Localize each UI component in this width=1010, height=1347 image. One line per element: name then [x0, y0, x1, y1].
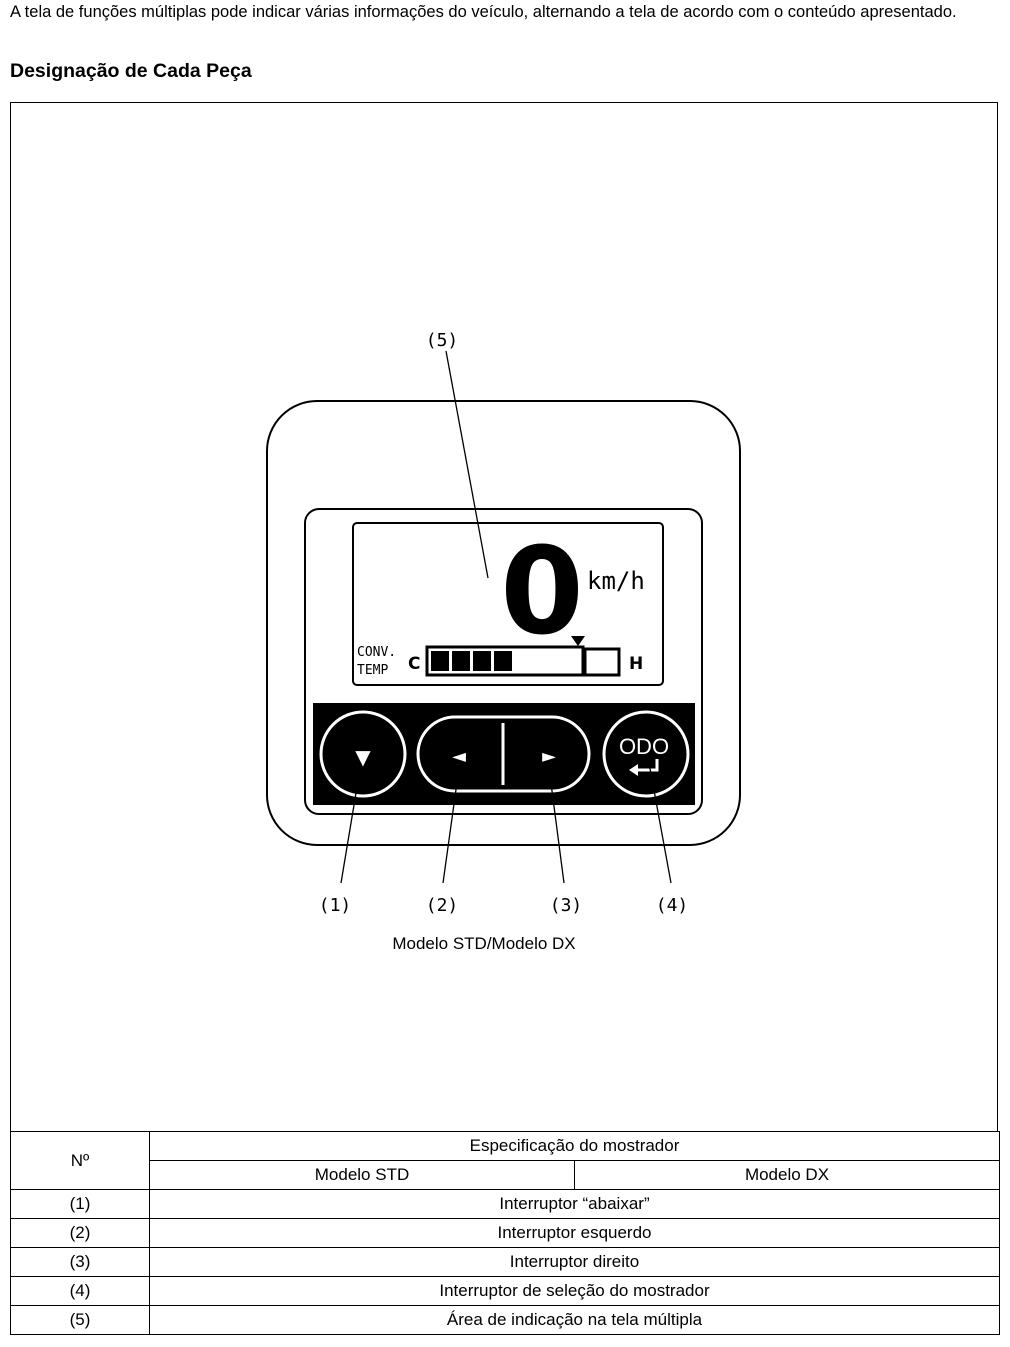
spec-table: Nº Especificação do mostrador Modelo STD… [10, 1131, 1000, 1335]
temp-label-line1: CONV. [357, 645, 396, 660]
speed-readout: 0 [500, 523, 584, 662]
leader-line-1 [340, 762, 362, 884]
callout-1: (1) [319, 895, 352, 916]
temp-bar-segments [431, 651, 512, 671]
temp-label-line2: TEMP [357, 663, 388, 678]
header-dx: Modelo DX [574, 1160, 1000, 1190]
left-button[interactable]: ◄ [452, 746, 466, 767]
row-no: (2) [10, 1218, 150, 1248]
callout-4: (4) [656, 895, 689, 916]
temp-marker-icon [571, 636, 585, 646]
row-desc: Interruptor de seleção do mostrador [149, 1276, 1000, 1306]
row-no: (1) [10, 1189, 150, 1219]
lcd-screen [352, 522, 664, 686]
table-row: (5) Área de indicação na tela múltipla [10, 1305, 1000, 1335]
table-row: (1) Interruptor “abaixar” [10, 1189, 1000, 1219]
down-button[interactable] [319, 710, 407, 798]
temp-overheat-box [583, 647, 621, 677]
table-row: (4) Interruptor de seleção do mostrador [10, 1276, 1000, 1306]
leader-line-4 [648, 762, 672, 884]
temp-segment [431, 651, 449, 671]
row-no: (4) [10, 1276, 150, 1306]
row-desc: Interruptor “abaixar” [149, 1189, 1000, 1219]
leader-line-5 [445, 350, 489, 579]
header-no: Nº [10, 1131, 150, 1190]
section-title: Designação de Cada Peça [10, 60, 252, 82]
odo-label: ODO [619, 734, 669, 759]
temp-segment [473, 651, 491, 671]
callout-2: (2) [426, 895, 459, 916]
table-row: (3) Interruptor direito [10, 1247, 1000, 1277]
row-desc: Interruptor esquerdo [149, 1218, 1000, 1248]
row-no: (3) [10, 1247, 150, 1277]
temp-cold-label: C [408, 654, 420, 674]
speed-unit: km/h [587, 567, 645, 595]
right-button[interactable]: ► [542, 746, 556, 767]
table-row: (2) Interruptor esquerdo [10, 1218, 1000, 1248]
figure-caption: Modelo STD/Modelo DX [392, 934, 575, 953]
temp-segment [452, 651, 470, 671]
callout-5: (5) [426, 330, 459, 351]
down-arrow-icon: ▼ [355, 745, 371, 769]
table-header-row: Nº Especificação do mostrador [10, 1131, 1000, 1190]
temp-hot-label: H [629, 654, 643, 674]
leader-line-3 [548, 767, 565, 884]
temp-segment [494, 651, 512, 671]
odo-button[interactable] [602, 710, 690, 798]
header-spec: Especificação do mostrador [149, 1131, 1000, 1161]
header-std: Modelo STD [149, 1160, 575, 1190]
intro-paragraph: A tela de funções múltiplas pode indicar… [10, 3, 957, 21]
enter-arrow-icon [629, 759, 659, 776]
row-no: (5) [10, 1305, 150, 1335]
table-subheader-row: Modelo STD Modelo DX [11, 1160, 1000, 1190]
figure-frame: 0 km/h CONV. TEMP C H ▼ ◄ ► ODO [10, 102, 998, 1132]
leader-line-2 [442, 767, 460, 884]
instrument-panel-diagram: 0 km/h CONV. TEMP C H ▼ ◄ ► ODO [266, 330, 741, 953]
callout-3: (3) [550, 895, 583, 916]
row-desc: Interruptor direito [149, 1247, 1000, 1277]
row-desc: Área de indicação na tela múltipla [149, 1305, 1000, 1335]
